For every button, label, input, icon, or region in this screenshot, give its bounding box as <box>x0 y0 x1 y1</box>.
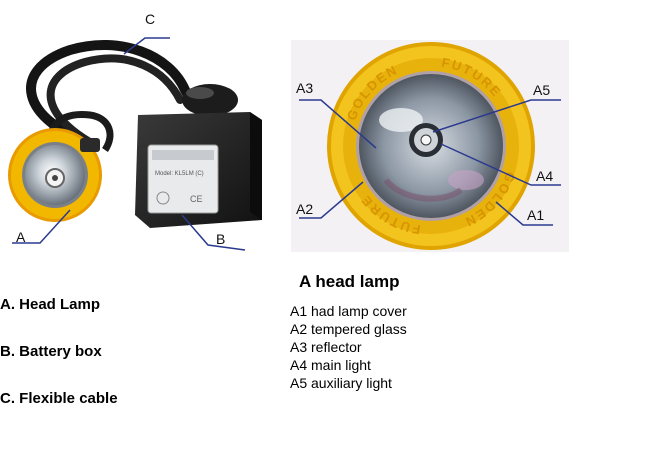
callout-a1: A1 <box>527 207 545 223</box>
part-a3: A3 reflector <box>290 339 362 355</box>
callout-line-a5 <box>432 99 561 133</box>
reflector <box>379 108 484 202</box>
callout-line-a1 <box>495 201 553 226</box>
callout-line-b <box>181 214 246 251</box>
parts-list: A1 had lamp cover A2 tempered glass A3 r… <box>290 302 407 392</box>
callout-a5: A5 <box>533 82 551 98</box>
callout-a2: A2 <box>296 201 314 217</box>
callout-a4: A4 <box>536 168 554 184</box>
callout-line-a4 <box>440 143 561 186</box>
box-label-text: Model: KL5LM (C) <box>155 171 204 177</box>
callout-line-a2 <box>299 181 364 219</box>
left-photo: Model: KL5LM (C) CE <box>8 37 262 251</box>
main-light <box>409 123 443 157</box>
legend-item-flexible-cable: C. Flexible cable <box>0 390 118 407</box>
part-a1: A1 had lamp cover <box>290 303 407 319</box>
svg-text:CE: CE <box>190 194 203 204</box>
part-a5: A5 auxiliary light <box>290 375 392 391</box>
head-lamp <box>8 128 102 222</box>
part-a2: A2 tempered glass <box>290 321 407 337</box>
callout-a: A <box>16 229 26 245</box>
callout-c: C <box>145 11 156 27</box>
battery-box: Model: KL5LM (C) CE <box>135 112 262 228</box>
section-title: A head lamp <box>299 272 400 291</box>
callout-line-c <box>123 37 170 55</box>
callout-line-a <box>12 209 71 244</box>
legend-item-battery-box: B. Battery box <box>0 343 102 360</box>
right-photo: GOLDEN FUTURE GOLDEN FUTURE <box>291 40 569 252</box>
callout-line-a3 <box>299 99 377 149</box>
callout-b: B <box>216 231 226 247</box>
part-a4: A4 main light <box>290 357 371 373</box>
callout-a3: A3 <box>296 80 314 96</box>
legend-item-head-lamp: A. Head Lamp <box>0 296 101 313</box>
